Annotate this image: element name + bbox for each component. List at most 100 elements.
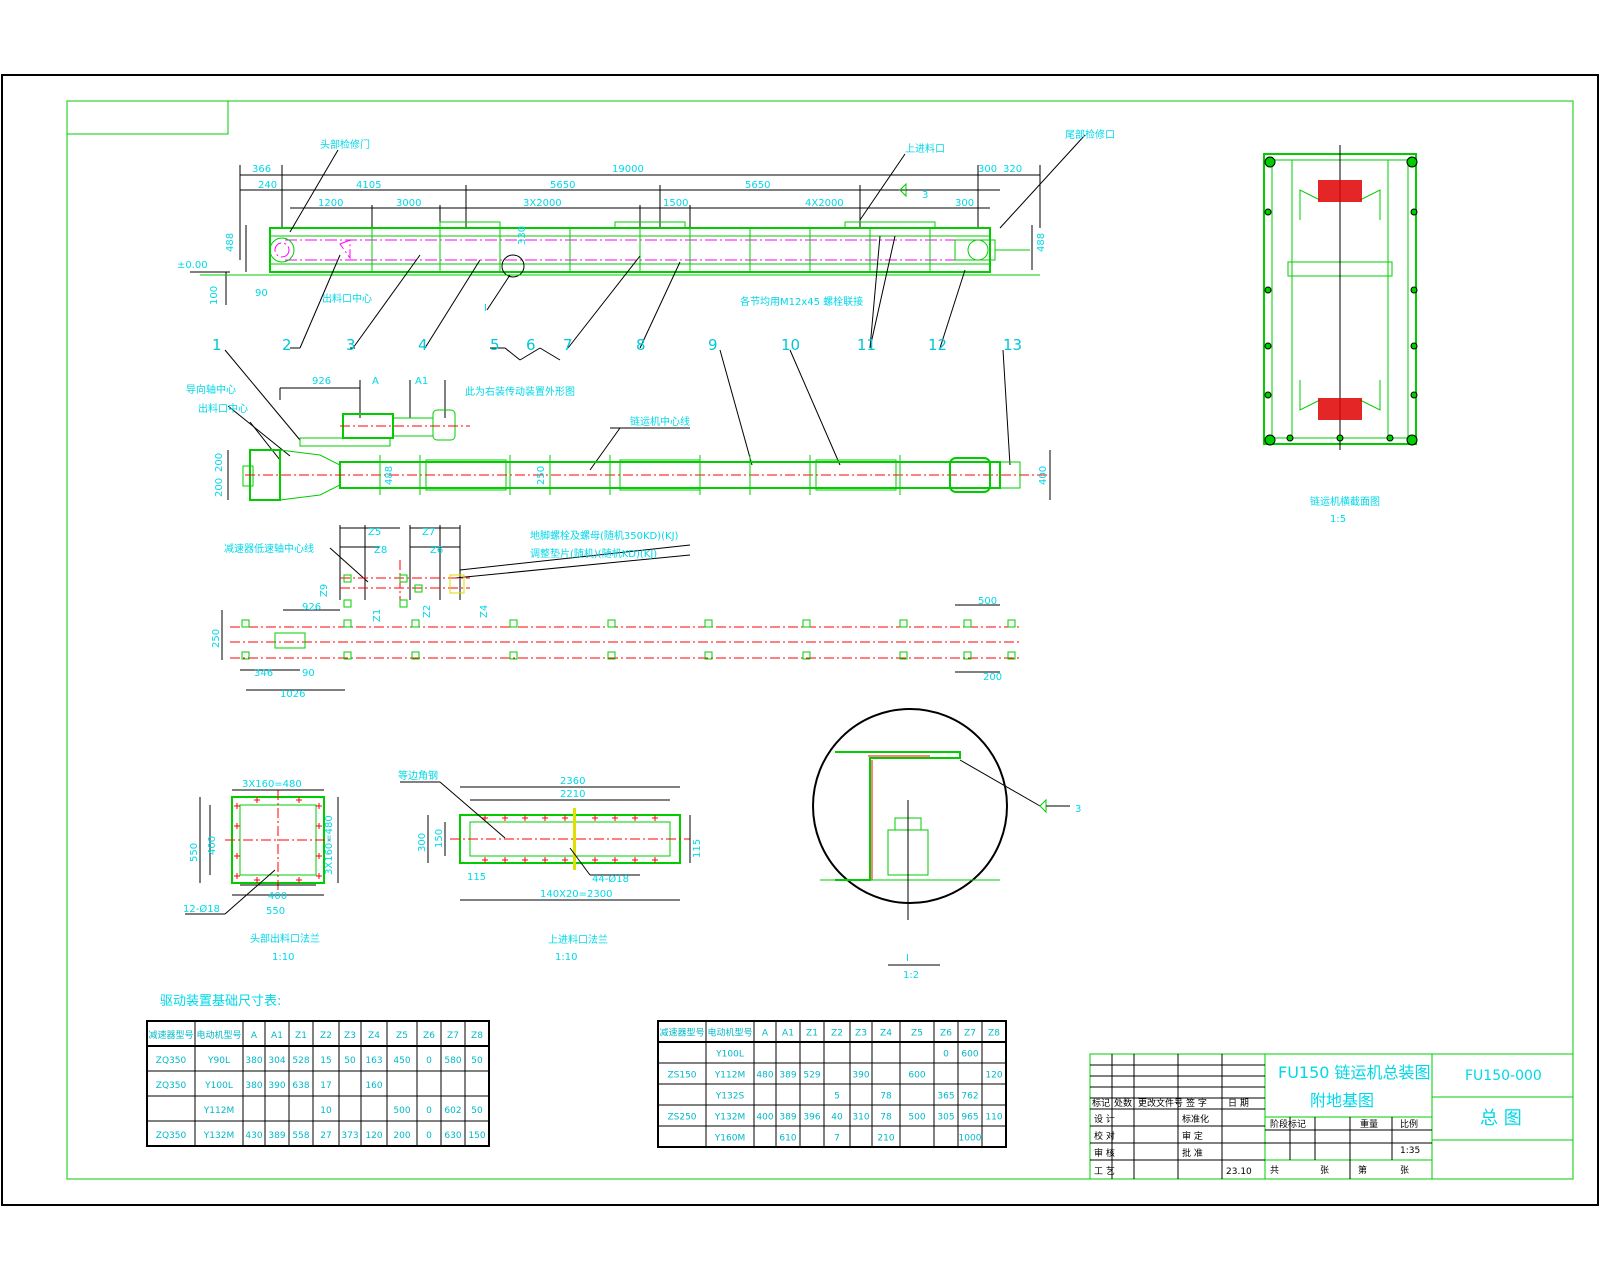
dim-346: 346: [254, 668, 273, 679]
table-header-cell: Z6: [423, 1031, 435, 1041]
table-cell: 27: [320, 1131, 331, 1141]
detail-I-view: 3 I 1:2: [812, 708, 1081, 981]
dim-Z7: Z7: [422, 527, 435, 538]
inlet-flange-title: 上进料口法兰: [548, 933, 608, 946]
table-cell: ZS150: [667, 1070, 696, 1080]
table-cell: 0: [426, 1131, 432, 1141]
tb-col-doc: 更改文件号: [1138, 1097, 1183, 1109]
head-flange-view: 3X160=480 550 400 3X160=480 400 550 12-Ø…: [183, 779, 339, 963]
corner-code-box: [66, 100, 229, 135]
table-header-cell: Z8: [471, 1031, 483, 1041]
tb-standardization: 标准化: [1182, 1113, 1209, 1125]
tb-col-mark: 标记: [1092, 1097, 1110, 1109]
part-number-9: 9: [708, 336, 718, 354]
table-cell: Y112M: [714, 1070, 745, 1080]
dim-2360: 2360: [560, 776, 585, 787]
dim-19000: 19000: [612, 164, 644, 175]
elevation-zero: ±0.00: [177, 260, 208, 271]
table-header-cell: 减速器型号: [148, 1029, 193, 1041]
table-cell: 450: [393, 1056, 410, 1066]
part-number-11: 11: [857, 336, 876, 354]
head-flange-holes: 12-Ø18: [183, 903, 220, 915]
elevation-view: 头部检修门 上进料口 尾部检修口 出料口中心 各节均用M12x45 螺栓联接 I…: [177, 128, 1115, 361]
table-header-cell: Z7: [447, 1031, 459, 1041]
table-cell: 120: [365, 1131, 382, 1141]
dim-150-inlet: 150: [434, 829, 445, 848]
tb-sheet-no: 第: [1358, 1164, 1367, 1176]
table-cell: 389: [268, 1131, 285, 1141]
table-cell: 390: [268, 1081, 285, 1091]
tb-scale-value: 1:35: [1400, 1146, 1420, 1156]
tb-ratify: 批 准: [1182, 1147, 1203, 1159]
dim-115-right: 115: [692, 839, 703, 858]
dim-Z4: Z4: [479, 605, 490, 618]
table-title: 驱动装置基础尺寸表:: [160, 994, 281, 1009]
tb-weight: 重量: [1360, 1118, 1378, 1130]
table-cell: Y100L: [715, 1049, 744, 1059]
table-header-cell: Z5: [396, 1031, 408, 1041]
label-tail-inspection-door: 尾部检修口: [1065, 128, 1115, 141]
dim-200-foundation: 200: [983, 672, 1002, 683]
table-cell: Y132M: [203, 1131, 234, 1141]
dim-90-foundation: 90: [302, 668, 315, 679]
dim-1026: 1026: [280, 689, 305, 700]
tb-stage-mark: 阶段标记: [1270, 1118, 1306, 1130]
table-cell: Y160M: [714, 1133, 745, 1143]
label-reducer-center: 导向轴中心: [186, 383, 236, 396]
part-number-7: 7: [563, 336, 573, 354]
table-header-cell: Z6: [940, 1028, 952, 1038]
dim-330: 330: [517, 226, 528, 245]
table-cell: 210: [877, 1133, 894, 1143]
dim-488-left: 488: [225, 233, 236, 252]
dim-1200: 1200: [318, 198, 343, 209]
table-cell: 580: [444, 1056, 461, 1066]
section-title: 链运机横截面图: [1310, 495, 1380, 508]
table-header-cell: 减速器型号: [659, 1026, 704, 1038]
foundation-view: 减速器低速轴中心线 地脚螺栓及螺母(随机350KD)(KJ) 调整垫片(随机)(…: [211, 525, 1020, 700]
label-chain-center: 链运机中心线: [630, 415, 690, 428]
dim-200-b: 200: [214, 478, 225, 497]
table-cell: 389: [779, 1112, 796, 1122]
detail-scale: 1:2: [903, 970, 919, 981]
label-feed-inlet: 上进料口: [905, 142, 945, 155]
table-cell: 50: [344, 1056, 356, 1066]
table-header-cell: Z1: [806, 1028, 818, 1038]
table-cell: 965: [961, 1112, 978, 1122]
dim-250-plan: 250: [536, 466, 547, 485]
dim-A1: A1: [415, 376, 428, 387]
dim-320: 320: [1003, 164, 1022, 175]
tb-scale-label: 比例: [1400, 1118, 1418, 1130]
table-cell: 0: [943, 1049, 949, 1059]
part-number-3: 3: [346, 336, 356, 354]
table-header-cell: Z4: [880, 1028, 892, 1038]
dim-Z5: Z5: [368, 527, 381, 538]
dim-400-bottom: 400: [268, 891, 287, 902]
dim-Z2: Z2: [422, 605, 433, 618]
table-cell: 200: [393, 1131, 410, 1141]
table-cell: 600: [961, 1049, 978, 1059]
dim-Z1: Z1: [372, 609, 383, 622]
table-cell: 389: [779, 1070, 796, 1080]
table-cell: 630: [444, 1131, 461, 1141]
tb-row-check: 校 对: [1094, 1130, 1115, 1142]
dim-366: 366: [252, 164, 271, 175]
table-header-cell: Z4: [368, 1031, 380, 1041]
section-scale: 1:5: [1330, 514, 1346, 525]
table-cell: 380: [245, 1056, 262, 1066]
dim-90-elev: 90: [255, 288, 268, 299]
table-header-cell: A1: [271, 1031, 283, 1041]
label-discharge-center: 出料口中心: [322, 292, 372, 305]
dim-140x20: 140X20=2300: [540, 889, 613, 900]
dim-300-b: 300: [955, 198, 974, 209]
table-cell: Y100L: [204, 1081, 233, 1091]
label-reducer-shaft-center: 减速器低速轴中心线: [224, 542, 314, 555]
tb-row-review: 审 核: [1094, 1147, 1115, 1159]
inlet-flange-holes: 44-Ø18: [592, 873, 629, 885]
label-weld-elevation: 3: [922, 190, 928, 201]
dim-3000: 3000: [396, 198, 421, 209]
part-number-4: 4: [418, 336, 428, 354]
table-cell: 50: [471, 1056, 483, 1066]
table-cell: 762: [961, 1091, 978, 1101]
table-cell: 310: [852, 1112, 869, 1122]
